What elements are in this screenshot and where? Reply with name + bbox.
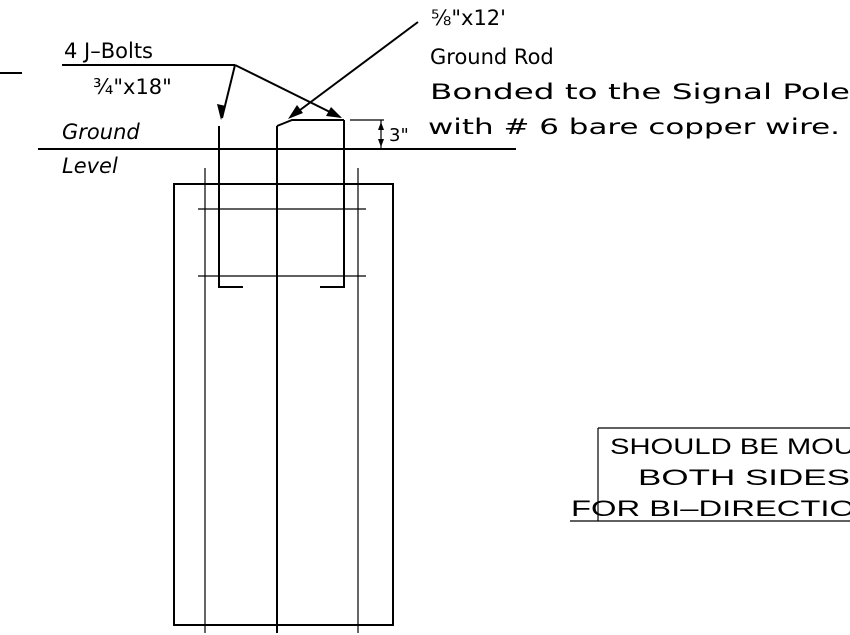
dimension-arrow-up — [378, 122, 384, 130]
mounting-note-line2: BOTH SIDES — [638, 465, 850, 490]
jbolt-leader-right — [234, 64, 341, 118]
ground-rod-note-line1: ⅝"x12' — [431, 6, 506, 30]
jbolt-label-line2: ¾"x18" — [93, 75, 172, 99]
ground-rod-note-line3: Bonded to the Signal Pole — [430, 80, 850, 104]
dimension-arrow-down — [378, 139, 384, 147]
ground-rod-note-line4: with # 6 bare copper wire. — [428, 115, 840, 139]
ground-rod-arrow — [288, 105, 303, 119]
dimension-label: 3" — [389, 125, 409, 146]
ground-level-line2: Level — [62, 154, 118, 178]
ground-rod-top — [276, 119, 344, 127]
j-bolt-right — [320, 120, 345, 288]
jbolt-label-line1: 4 J–Bolts — [64, 39, 153, 63]
mounting-note-line1: SHOULD BE MOU — [610, 434, 850, 459]
j-bolt-left — [218, 126, 243, 288]
ground-level-line1: Ground — [62, 120, 140, 144]
ground-rod-note-line2: Ground Rod — [430, 45, 554, 69]
jbolt-arrow-left — [217, 104, 226, 120]
ground-rod-leader — [291, 21, 419, 117]
foundation-outline — [173, 183, 394, 626]
jbolt-arrow-right — [326, 107, 342, 118]
mounting-note-line3: FOR BI–DIRECTIO — [571, 496, 850, 521]
